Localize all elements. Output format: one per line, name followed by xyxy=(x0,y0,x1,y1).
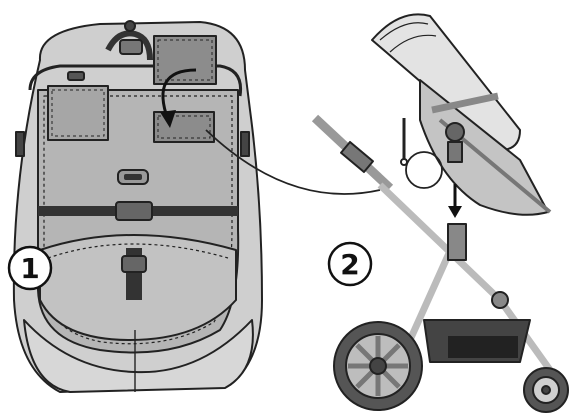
down-arrow-head xyxy=(448,206,462,218)
label-patch-origin xyxy=(153,35,217,85)
basket-mesh xyxy=(448,336,518,358)
carrycot-bag xyxy=(12,20,263,393)
seat-arm-bar xyxy=(431,92,499,114)
top-strap xyxy=(105,30,153,61)
front-wheel-hub xyxy=(541,385,551,395)
handle-slot-hole xyxy=(124,174,142,180)
rear-wheel-hub xyxy=(369,357,387,375)
left-pocket-tab xyxy=(67,71,85,81)
label-patch-origin-stitch xyxy=(157,39,213,81)
step-2-marker: 2 xyxy=(327,241,373,287)
step-2-circle xyxy=(327,241,373,287)
top-knob xyxy=(124,20,136,32)
bag-top-rim xyxy=(28,64,243,97)
step-1-circle xyxy=(7,245,53,291)
center-buckle xyxy=(121,255,147,273)
step-2-label: 2 xyxy=(340,248,359,281)
right-clip xyxy=(240,131,250,157)
seat-hinge xyxy=(445,122,465,142)
left-pocket-stitch xyxy=(51,89,105,137)
left-clip xyxy=(15,131,25,157)
canopy-rib-2 xyxy=(389,34,437,53)
bag-bottom-flap-stitch xyxy=(47,243,229,259)
connector-line xyxy=(205,129,381,195)
frame-top-rail xyxy=(377,182,503,303)
canopy-rib-1 xyxy=(379,22,429,41)
detail-circle xyxy=(405,151,443,189)
handlebar-grip xyxy=(340,140,374,174)
step-1-label: 1 xyxy=(20,252,39,285)
move-arrow-head xyxy=(160,110,176,128)
move-arrow xyxy=(161,68,197,121)
step-1-marker: 1 xyxy=(7,245,53,291)
top-strap-buckle xyxy=(119,39,143,55)
waist-buckle xyxy=(115,201,153,221)
seat-adapter xyxy=(447,141,463,163)
bag-lower-skirt xyxy=(23,319,254,393)
stroller xyxy=(311,13,569,413)
mounting-post xyxy=(447,223,467,261)
left-pocket xyxy=(47,85,109,141)
frame-joint xyxy=(491,291,509,309)
label-patch-target-stitch xyxy=(157,115,211,139)
stroller-canopy xyxy=(371,13,521,151)
